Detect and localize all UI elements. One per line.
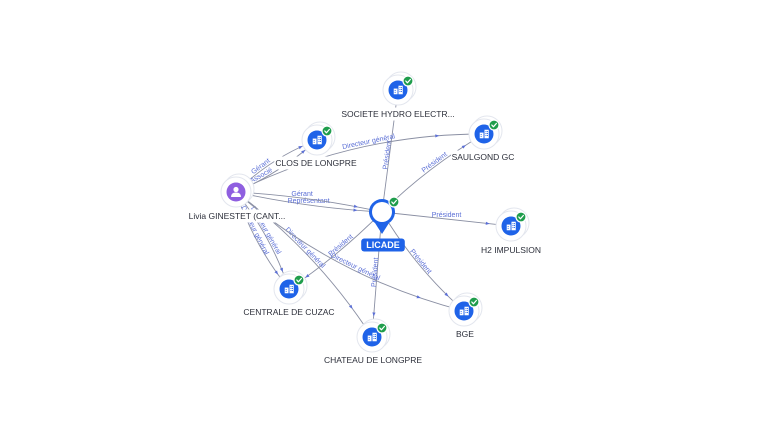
building-icon: [284, 284, 294, 294]
node-label-box: [361, 238, 405, 252]
edge-label-pr-sident: Président: [382, 140, 393, 170]
edge-arrow-icon: [298, 146, 303, 150]
node-label-clos_longpre: CLOS DE LONGPRE: [275, 158, 357, 168]
edge-label-pr-sident: Président: [371, 257, 380, 287]
node-label-box: [175, 209, 299, 223]
edge-arrow-icon: [279, 267, 283, 272]
node-label-box: [323, 353, 423, 367]
edge-arrow-icon: [372, 312, 376, 317]
node-label-box: [242, 305, 336, 319]
edge-line: [235, 133, 485, 193]
edge-label-pr-sident: Président: [432, 212, 462, 219]
node-livia[interactable]: Livia GINESTET (CANT...: [175, 173, 299, 223]
building-icon: [506, 221, 516, 231]
node-core: [501, 216, 521, 236]
edge-arrow-icon: [485, 221, 490, 225]
verified-check-icon: [388, 196, 400, 208]
verified-check-icon: [468, 296, 480, 308]
node-label-h2: H2 IMPULSION: [481, 245, 541, 255]
center-core: [372, 202, 392, 222]
edge-arrow-icon: [444, 292, 449, 297]
edge-label-pr-sident: Président: [421, 151, 449, 174]
node-licade[interactable]: LICADE: [361, 196, 405, 252]
node-label-box: [451, 150, 515, 164]
verified-check-icon: [376, 322, 388, 334]
node-label-chateau: CHATEAU DE LONGPRE: [324, 355, 422, 365]
edge-arrow-icon: [353, 204, 358, 208]
node-core: [362, 327, 382, 347]
building-icon: [312, 135, 322, 145]
node-core: [279, 279, 299, 299]
edge-arrow-icon: [435, 134, 440, 138]
verified-check-icon: [321, 125, 333, 137]
node-label-box: [452, 327, 478, 341]
edge-arrow-icon: [461, 145, 466, 149]
building-icon: [393, 85, 403, 95]
edge-arrow-icon: [301, 150, 306, 154]
node-societe_hydro[interactable]: SOCIETE HYDRO ELECTR...: [336, 71, 460, 121]
building-icon: [377, 207, 387, 217]
node-label-societe_hydro: SOCIETE HYDRO ELECTR...: [341, 109, 454, 119]
node-h2[interactable]: H2 IMPULSION: [476, 207, 546, 257]
building-icon: [367, 332, 377, 342]
edge-arrow-icon: [353, 208, 358, 212]
building-icon: [459, 306, 469, 316]
verified-check-icon: [488, 119, 500, 131]
verified-check-icon: [515, 211, 527, 223]
node-label-box: [274, 156, 358, 170]
node-core: [474, 124, 494, 144]
node-label-licade: LICADE: [366, 240, 400, 250]
node-label-centrale: CENTRALE DE CUZAC: [243, 307, 334, 317]
edge-arrow-icon: [274, 270, 279, 275]
node-saulgond[interactable]: SAULGOND GC: [451, 115, 515, 164]
verified-check-icon: [402, 75, 414, 87]
edge-licade-h2: Président: [381, 211, 512, 227]
node-core: [307, 130, 327, 150]
edge-label-g-rant: Gérant: [291, 191, 312, 198]
edge-arrow-icon: [348, 304, 353, 309]
verified-check-icon: [293, 274, 305, 286]
node-label-livia: Livia GINESTET (CANT...: [189, 211, 286, 221]
node-clos_longpre[interactable]: CLOS DE LONGPRE: [274, 121, 358, 170]
edge-label-pr-sident: Président: [408, 248, 432, 275]
nodes-layer: SOCIETE HYDRO ELECTR... CLOS DE LONGPRE SA…: [175, 71, 546, 367]
person-icon: [231, 186, 241, 197]
node-core: [454, 301, 474, 321]
node-chateau[interactable]: CHATEAU DE LONGPRE: [323, 318, 423, 367]
edge-line: [235, 191, 373, 338]
node-label-box: [336, 107, 460, 121]
edge-arrow-icon: [305, 274, 310, 278]
node-centrale[interactable]: CENTRALE DE CUZAC: [242, 270, 336, 319]
node-label-box: [476, 243, 546, 257]
node-core: [388, 80, 408, 100]
node-label-bge: BGE: [456, 329, 474, 339]
building-icon: [479, 129, 489, 139]
edge-label-repr-sentant: Représentant: [288, 198, 330, 205]
node-label-saulgond: SAULGOND GC: [452, 152, 515, 162]
edge-livia-centrale: Directeur général: [235, 191, 290, 290]
edge-licade-bge: Président: [381, 211, 465, 312]
node-bge[interactable]: BGE: [448, 292, 483, 341]
edge-arrow-icon: [416, 295, 421, 299]
